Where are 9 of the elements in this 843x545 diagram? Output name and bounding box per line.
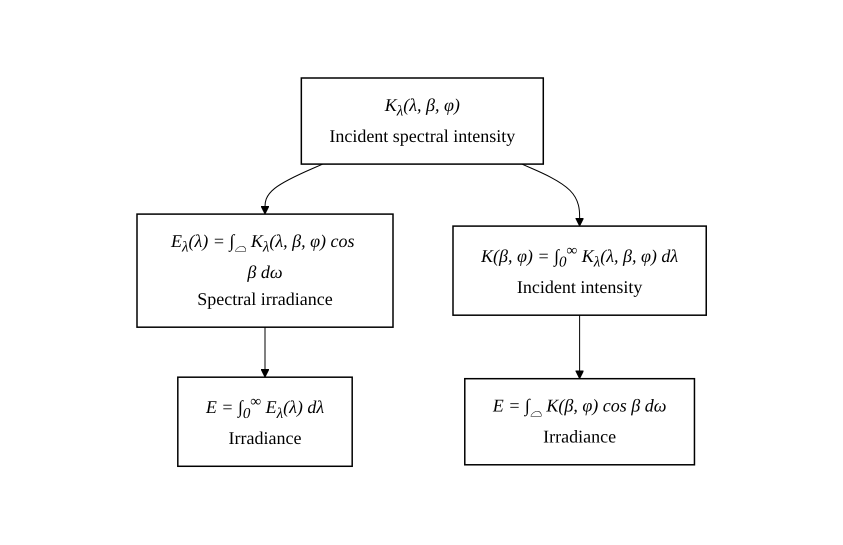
node-box: K$_{λ}$(λ, β, φ) Incident spectral intensity bbox=[300, 78, 544, 166]
arrow bbox=[575, 315, 584, 380]
node-box: E$_{λ}$(λ) = ∫$_{⌓}$ K$_{λ}$(λ, β, φ) cos β dω Spectral irradiance bbox=[136, 214, 394, 328]
arrow bbox=[260, 327, 270, 378]
arrow bbox=[260, 164, 324, 215]
node-box: K(β, φ) = ∫$_{0}$$^{∞}$ K$_{λ}$(λ, β, φ) dλ Incident intensity bbox=[452, 226, 707, 316]
arrow bbox=[521, 164, 584, 227]
node-box: E = ∫$_{0}$$^{∞}$ E$_{λ}$(λ) dλ Irradiance bbox=[176, 376, 353, 468]
node-box: E = ∫$_{⌓}$ K(β, φ) cos β dω Irradiance bbox=[464, 378, 696, 466]
